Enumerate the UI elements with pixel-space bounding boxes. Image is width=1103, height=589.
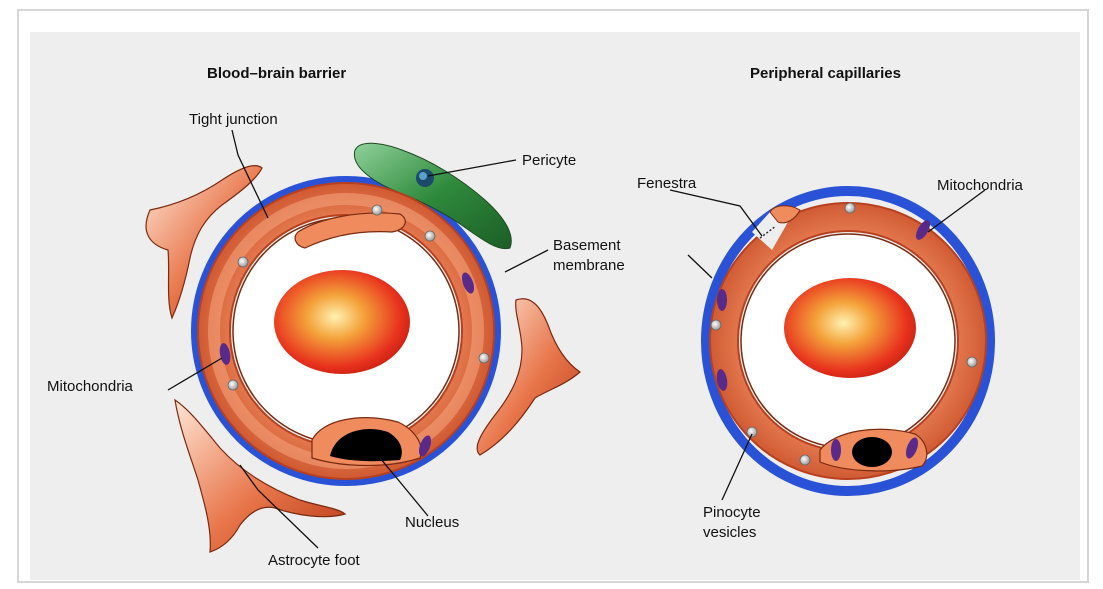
- right-title: Peripheral capillaries: [750, 65, 901, 82]
- label-pinocyte-2: vesicles: [703, 524, 756, 541]
- label-mitochondria-left: Mitochondria: [47, 378, 134, 395]
- label-tight-junction: Tight junction: [189, 111, 278, 128]
- label-fenestra: Fenestra: [637, 175, 697, 192]
- label-astrocyte-foot: Astrocyte foot: [268, 552, 361, 569]
- label-nucleus: Nucleus: [405, 514, 459, 531]
- red-blood-cell-left: [274, 270, 410, 374]
- label-mitochondria-right: Mitochondria: [937, 177, 1024, 194]
- left-title: Blood–brain barrier: [207, 65, 346, 82]
- label-basement-membrane-2: membrane: [553, 257, 625, 274]
- peripheral-capillary: [706, 191, 990, 491]
- label-pericyte: Pericyte: [522, 152, 576, 169]
- label-basement-membrane-1: Basement: [553, 237, 621, 254]
- nucleus-right: [852, 437, 892, 467]
- label-pinocyte-1: Pinocyte: [703, 504, 761, 521]
- red-blood-cell-right: [784, 278, 916, 378]
